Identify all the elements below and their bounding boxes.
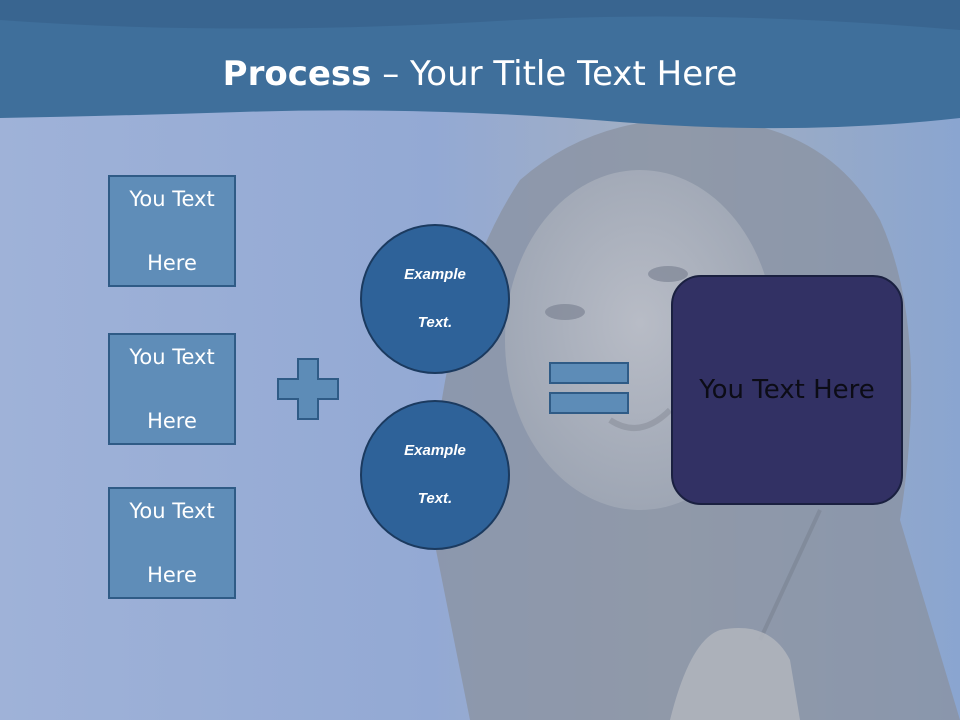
plus-icon [277, 358, 339, 420]
text-box-2-line1: You Text [129, 345, 215, 369]
header-band [0, 0, 960, 129]
text-box-3-line2: Here [147, 563, 197, 587]
example-circle-2-line2: Text. [417, 490, 453, 507]
example-circle-1-line1: Example [404, 266, 466, 283]
title-dash: – [371, 54, 411, 94]
result-box: You Text Here [671, 275, 903, 505]
title-bold-text: Process [222, 54, 372, 94]
text-box-3-line1: You Text [129, 499, 215, 523]
text-box-1-line1: You Text [129, 187, 215, 211]
text-box-2-line2: Here [147, 409, 197, 433]
equals-icon [549, 362, 629, 414]
result-box-text: You Text Here [699, 375, 875, 405]
title-rest-text: Your Title Text Here [410, 54, 738, 94]
example-circle-1-line2: Text. [417, 314, 453, 331]
example-circle-2-line1: Example [404, 442, 466, 459]
slide-title: Process – Your Title Text Here [0, 52, 960, 96]
text-box-1-line2: Here [147, 251, 197, 275]
